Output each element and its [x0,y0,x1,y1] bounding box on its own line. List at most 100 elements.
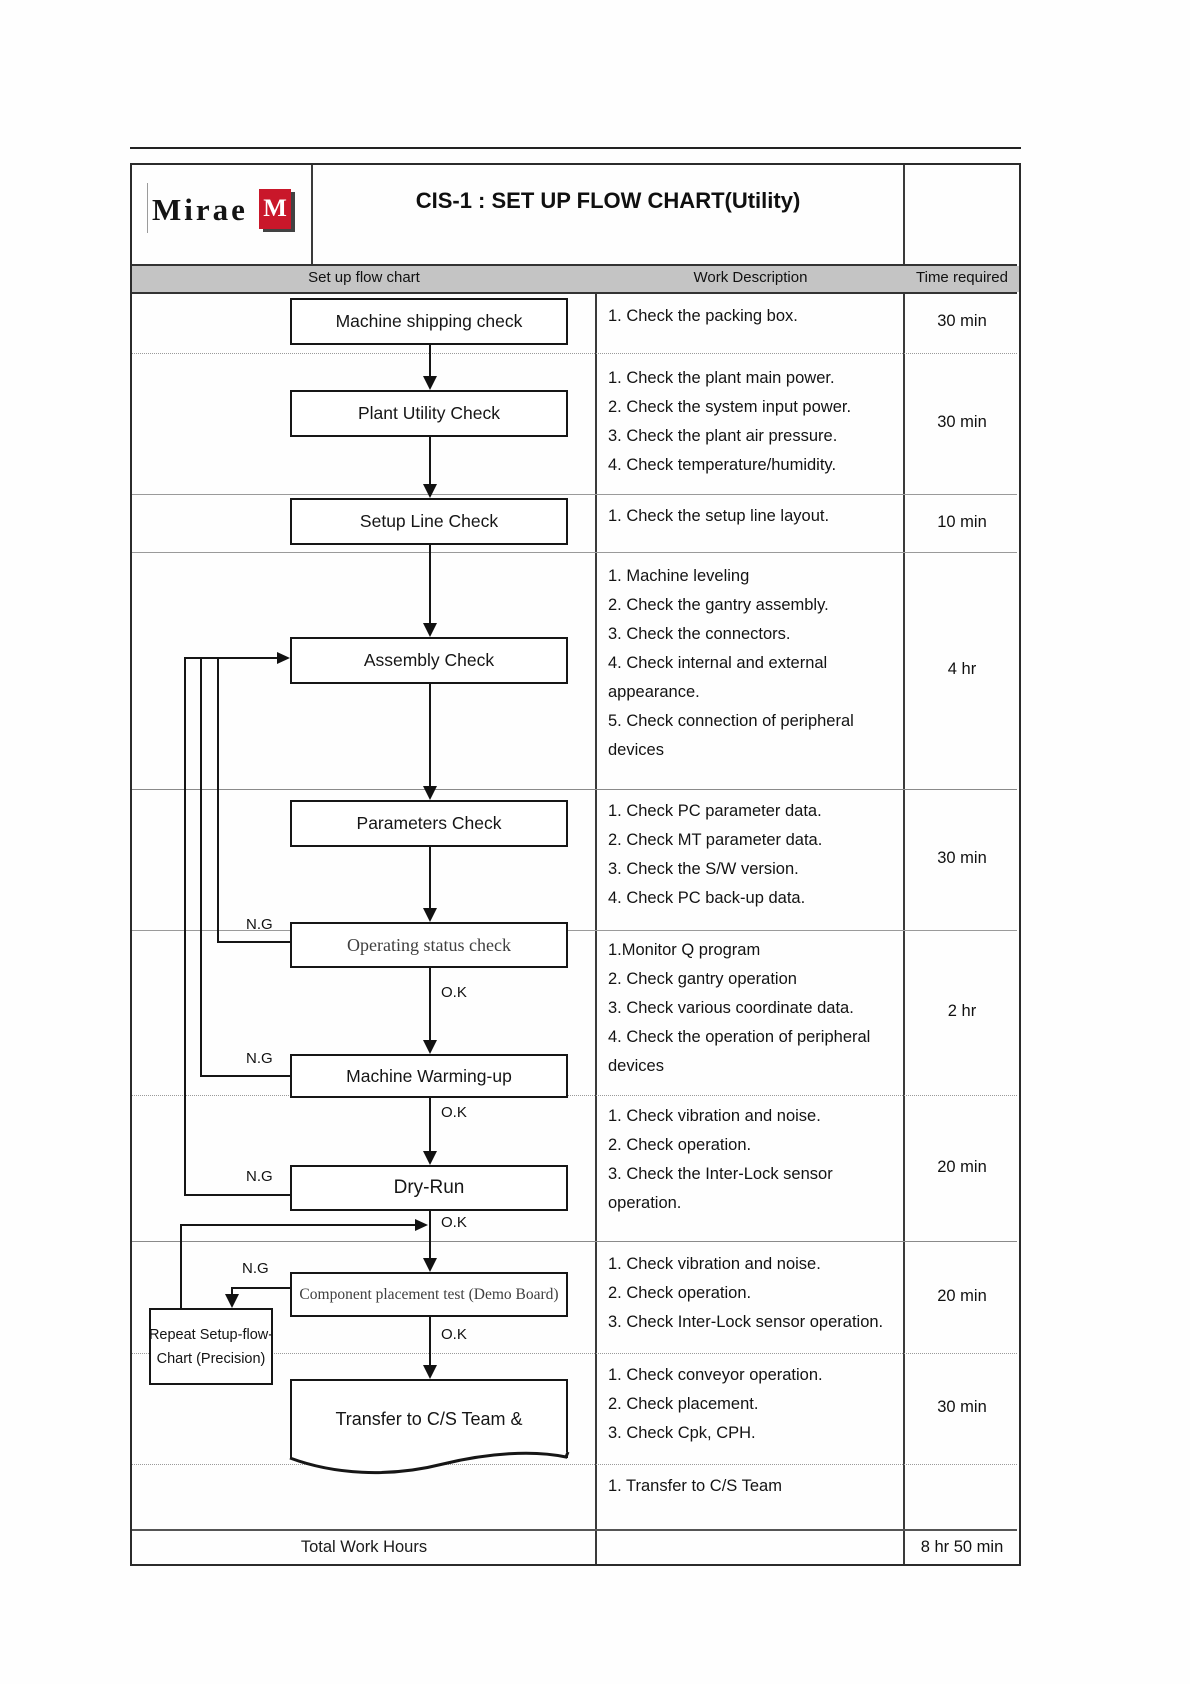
band-top-line [132,264,1017,266]
arrowhead-down-icon [423,376,437,390]
transfer-box-wave-edge [289,1451,570,1475]
return-line [180,1224,182,1308]
time-value: 2 hr [947,1002,977,1020]
work-description: 1. Check the packing box. [608,302,900,331]
arrowhead-right-icon [277,652,290,664]
ng-label: N.G [246,916,273,933]
total-time: 8 hr 50 min [920,1538,1004,1556]
time-value: 20 min [937,1158,987,1176]
desc-line: 3. Check Cpk, CPH. [608,1424,756,1442]
desc-line: 1. Check the plant main power. [608,369,835,387]
total-label: Total Work Hours [300,1538,428,1556]
desc-line: 5. Check connection of peripheral [608,712,854,730]
grid-line [903,165,905,1564]
flow-line [429,345,431,378]
arrowhead-right-icon [415,1219,428,1231]
row-line [132,1464,1017,1465]
desc-line: 2. Check placement. [608,1395,759,1413]
feedback-line [184,657,186,1196]
total-row-line [132,1529,1017,1531]
work-description: 1. Check the plant main power. 2. Check … [608,364,900,480]
flow-box-label: Machine shipping check [335,311,523,331]
repeat-box-line1: Repeat Setup-flow- [148,1326,274,1343]
flow-box-plant-utility: Plant Utility Check [290,390,568,437]
ok-label: O.K [441,1214,467,1231]
time-value: 30 min [937,312,987,330]
flow-box-label: Setup Line Check [359,511,499,531]
arrowhead-down-icon [423,623,437,637]
flow-box-shipping: Machine shipping check [290,298,568,345]
column-header-band: Set up flow chart Work Description Time … [132,266,1019,292]
row-line [132,1095,1017,1096]
ok-label: O.K [441,1104,467,1121]
desc-line: devices [608,741,664,759]
desc-line: 4. Check PC back-up data. [608,889,806,907]
desc-line: 4. Check temperature/humidity. [608,456,837,474]
col-header-time: Time required [916,269,1008,286]
time-value: 30 min [937,413,987,431]
work-description: 1. Check conveyor operation. 2. Check pl… [608,1361,900,1448]
work-description: 1. Check the setup line layout. [608,502,900,531]
row-line [132,789,1017,790]
work-description: 1.Monitor Q program 2. Check gantry oper… [608,936,900,1081]
flow-box-label: Plant Utility Check [358,403,500,423]
desc-line: 3. Check Inter-Lock sensor operation. [608,1313,884,1331]
time-value: 30 min [937,1398,987,1416]
flow-line [429,1098,431,1153]
desc-line: 1. Check PC parameter data. [608,802,822,820]
table-border [130,163,1021,1566]
col-header-work: Work Description [693,269,808,286]
feedback-line [231,1287,292,1289]
desc-line: 1. Machine leveling [608,567,750,585]
desc-line: 1. Check the setup line layout. [608,507,830,525]
flow-line [429,437,431,486]
flow-box-label: Machine Warming-up [346,1065,512,1086]
desc-line: 1. Transfer to C/S Team [608,1477,782,1495]
time-value: 10 min [937,513,987,531]
col-header-flow: Set up flow chart [308,269,420,286]
mirae-logo-icon: M [259,189,291,229]
ng-label: N.G [246,1050,273,1067]
time-value: 20 min [937,1287,987,1305]
flow-box-label: Transfer to C/S Team & [335,1409,523,1429]
desc-line: 2. Check gantry operation [608,970,797,988]
flow-box-warming-up: Machine Warming-up [290,1054,568,1098]
desc-line: 1. Check vibration and noise. [608,1107,821,1125]
flow-box-transfer: Transfer to C/S Team & [290,1379,568,1458]
flow-box-setup-line: Setup Line Check [290,498,568,545]
band-bottom-line [132,292,1017,294]
flow-box-label: Operating status check [347,934,511,955]
flow-box-label: Component placement test (Demo Board) [299,1285,559,1303]
flow-box-operating-status: Operating status check [290,922,568,968]
feedback-line [231,1287,233,1296]
row-line [132,1241,1017,1242]
row-line [132,930,1017,931]
desc-line: 4. Check internal and external [608,654,828,672]
flow-box-parameters: Parameters Check [290,800,568,847]
desc-line: 2. Check the system input power. [608,398,852,416]
arrowhead-down-icon [423,908,437,922]
row-line [132,1353,1017,1354]
feedback-line [184,1194,291,1196]
desc-line: 2. Check operation. [608,1136,752,1154]
desc-line: operation. [608,1194,682,1212]
arrowhead-down-icon [423,786,437,800]
arrowhead-down-icon [423,1040,437,1054]
flow-line [429,545,431,625]
flow-box-label: Dry-Run [393,1177,465,1198]
flow-box-component-test: Component placement test (Demo Board) [290,1272,568,1317]
row-line [132,353,1017,354]
ng-label: N.G [242,1260,269,1277]
ng-label: N.G [246,1168,273,1185]
flow-box-dry-run: Dry-Run [290,1165,568,1211]
return-line [180,1224,417,1226]
desc-line: 4. Check the operation of peripheral [608,1028,871,1046]
desc-line: 1.Monitor Q program [608,941,761,959]
scan-artifact-line [147,183,148,233]
desc-line: devices [608,1057,664,1075]
page-title: CIS-1 : SET UP FLOW CHART(Utility) [415,188,801,213]
desc-line: 2. Check the gantry assembly. [608,596,829,614]
flow-line [429,968,431,1042]
desc-line: 1. Check vibration and noise. [608,1255,821,1273]
